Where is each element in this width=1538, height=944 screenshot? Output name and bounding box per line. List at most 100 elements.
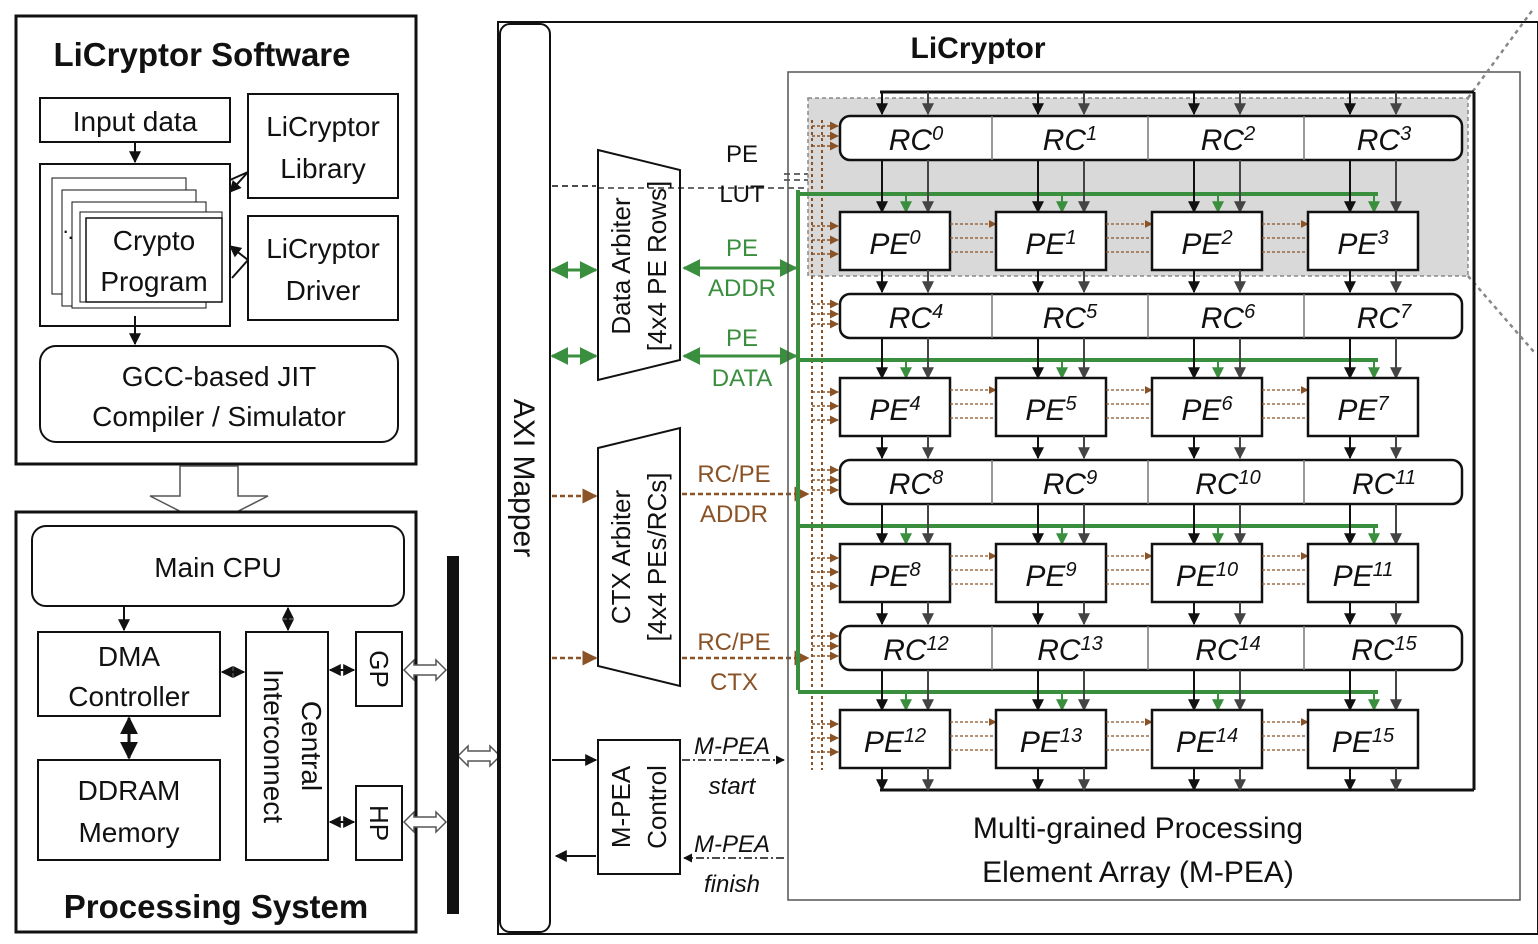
svg-text:M-PEA: M-PEA xyxy=(694,733,770,760)
svg-text:DMA: DMA xyxy=(98,641,161,672)
main-cpu-box xyxy=(31,525,405,607)
rc-cell-5: RC5 xyxy=(1043,301,1098,335)
rc-cell-2: RC2 xyxy=(1201,123,1255,157)
pe-label-1: PE1 xyxy=(1025,227,1076,261)
pe-cell-15 xyxy=(1306,708,1420,770)
processing-system-panel: Main CPU DMA Controller DDRAM Memory Cen… xyxy=(14,510,418,934)
mpea-control-box xyxy=(597,739,681,875)
pe-cell-1 xyxy=(994,210,1108,272)
pe-cell-4 xyxy=(838,376,952,438)
svg-text:AXI Mapper: AXI Mapper xyxy=(507,399,540,557)
rc-cell-9: RC9 xyxy=(1043,467,1097,501)
rc-cell-11: RC11 xyxy=(1352,467,1416,501)
svg-text:start: start xyxy=(709,773,757,800)
rc-row-2 xyxy=(838,458,1464,506)
svg-text:[4x4 PE Rows]: [4x4 PE Rows] xyxy=(642,181,672,352)
rc-cell-14: RC14 xyxy=(1195,633,1261,667)
crypto-program-box xyxy=(85,217,223,303)
pe-cell-12 xyxy=(838,708,952,770)
svg-text:Program: Program xyxy=(100,266,207,297)
pe-cell-13 xyxy=(994,708,1108,770)
pe-label-6: PE6 xyxy=(1181,393,1233,427)
dma-controller-box xyxy=(37,631,221,717)
pe-label-7: PE7 xyxy=(1337,393,1389,427)
svg-text:DDRAM: DDRAM xyxy=(78,775,181,806)
driver-box xyxy=(247,215,399,321)
rc-cell-0: RC0 xyxy=(889,123,943,157)
svg-text:PE: PE xyxy=(726,235,758,262)
svg-text:HP: HP xyxy=(364,805,394,841)
pe-cell-11 xyxy=(1306,542,1420,604)
pe-label-4: PE4 xyxy=(869,393,920,427)
pe-label-15: PE15 xyxy=(1332,725,1395,759)
svg-text:CTX: CTX xyxy=(710,669,758,696)
pe-label-9: PE9 xyxy=(1025,559,1076,593)
gp-port-box xyxy=(355,631,403,707)
library-box xyxy=(247,93,399,199)
svg-text:GP: GP xyxy=(364,650,394,688)
svg-text:Control: Control xyxy=(642,765,672,849)
system-bus xyxy=(447,556,459,914)
svg-text:LiCryptor: LiCryptor xyxy=(266,233,380,264)
rc-cell-8: RC8 xyxy=(889,467,943,501)
bus-connectors xyxy=(402,658,502,834)
svg-text:Controller: Controller xyxy=(68,681,189,712)
pe-label-14: PE14 xyxy=(1176,725,1238,759)
svg-text:RC/PE: RC/PE xyxy=(697,629,770,656)
svg-text:LUT: LUT xyxy=(719,181,765,208)
svg-text:Main CPU: Main CPU xyxy=(154,552,282,583)
pe-cell-14 xyxy=(1150,708,1264,770)
pe-label-8: PE8 xyxy=(869,559,920,593)
pe-cell-0 xyxy=(838,210,952,272)
rc-cell-10: RC10 xyxy=(1195,467,1261,501)
svg-text:·: · xyxy=(62,218,69,243)
pe-cell-6 xyxy=(1150,376,1264,438)
svg-text:ADDR: ADDR xyxy=(700,501,768,528)
svg-text:M-PEA: M-PEA xyxy=(606,765,636,848)
rc-row-1 xyxy=(838,292,1464,340)
pe-label-3: PE3 xyxy=(1337,227,1388,261)
svg-text:Central: Central xyxy=(296,701,327,791)
svg-text:DATA: DATA xyxy=(712,365,772,392)
svg-text:M-PEA: M-PEA xyxy=(694,831,770,858)
svg-text:Driver: Driver xyxy=(286,275,361,306)
rc-cell-4: RC4 xyxy=(889,301,943,335)
svg-text:[4x4 PEs/RCs]: [4x4 PEs/RCs] xyxy=(642,472,672,641)
pe-label-0: PE0 xyxy=(869,227,920,261)
rc-row-3 xyxy=(838,624,1464,672)
rc-cell-15: RC15 xyxy=(1351,633,1417,667)
pe-cell-2 xyxy=(1150,210,1264,272)
central-interconnect-box xyxy=(245,631,329,861)
svg-text:Interconnect: Interconnect xyxy=(258,669,289,823)
svg-text:PE: PE xyxy=(726,141,758,168)
input-data-box xyxy=(39,97,231,143)
data-arbiter xyxy=(597,148,681,382)
licryptor-title: LiCryptor xyxy=(911,32,1046,65)
pe-label-12: PE12 xyxy=(864,725,926,759)
rc-cell-3: RC3 xyxy=(1357,123,1411,157)
pe-cell-5 xyxy=(994,376,1108,438)
svg-text:CTX Arbiter: CTX Arbiter xyxy=(606,489,636,624)
rc-cell-7: RC7 xyxy=(1357,301,1412,335)
pe-cell-8 xyxy=(838,542,952,604)
svg-text:Library: Library xyxy=(280,153,366,184)
svg-text:Memory: Memory xyxy=(78,817,179,848)
svg-text:GCC-based JIT: GCC-based JIT xyxy=(122,361,317,392)
svg-text:Compiler / Simulator: Compiler / Simulator xyxy=(92,401,346,432)
rc-cell-6: RC6 xyxy=(1201,301,1256,335)
input-data-label: Input data xyxy=(73,106,198,137)
rc-cell-12: RC12 xyxy=(883,633,949,667)
hp-port-box xyxy=(355,785,403,861)
svg-text:ADDR: ADDR xyxy=(708,275,776,302)
pe-cell-10 xyxy=(1150,542,1264,604)
svg-text:Crypto: Crypto xyxy=(113,225,195,256)
axi-mapper xyxy=(499,23,551,933)
svg-text:LiCryptor: LiCryptor xyxy=(266,111,380,142)
svg-text:RC/PE: RC/PE xyxy=(697,461,770,488)
software-panel: LiCryptor Software Input data Crypto Pro… xyxy=(14,14,418,466)
pe-cell-3 xyxy=(1306,210,1420,272)
svg-text:finish: finish xyxy=(704,871,760,898)
mpea-caption-line2: Element Array (M-PEA) xyxy=(982,856,1294,889)
